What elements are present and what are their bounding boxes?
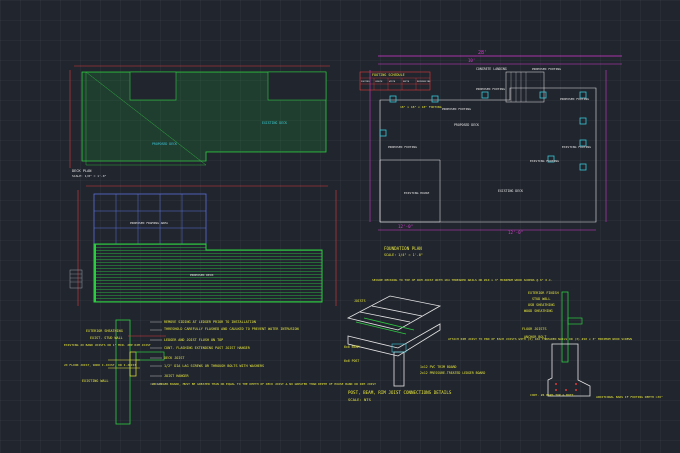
- stair: [69, 269, 83, 289]
- proposed-footing-1: PROPOSED FOOTING: [442, 107, 471, 111]
- ledger-note-4: DECK JOIST: [164, 356, 184, 360]
- deck-area-note: EXISTING DECK: [262, 121, 287, 125]
- foundation-plan-scale: SCALE: 1/4" = 1'-0": [384, 253, 423, 257]
- schedule-col-reinforcing: REINFORCING: [417, 81, 431, 83]
- post-beam-title: POST, BEAM, RIM JOIST CONNECTIONS DETAIL…: [348, 390, 452, 395]
- deck-hatch-note: PROPOSED DECK: [152, 142, 177, 146]
- concrete-landing-label: CONCRETE LANDING: [476, 67, 507, 71]
- framing-plan: PROPOSED FRAMING AREA PROPOSED DECK: [69, 185, 337, 306]
- post: [393, 351, 405, 387]
- pb-joists-label: JOISTS: [354, 299, 366, 303]
- deck-plan-scale: SCALE: 1/8" = 1'-0": [72, 174, 107, 178]
- joist-framing: [346, 295, 442, 357]
- ledger-note-5: 1/2" DIA LAG SCREWS OR THROUGH BOLTS WIT…: [164, 364, 264, 368]
- dim-mid: 10': [468, 58, 475, 63]
- post-beam-scale: SCALE: NTS: [348, 397, 372, 402]
- section-rebar-note: CONT. #4 BARS TOP & BOTT.: [530, 393, 575, 397]
- proposed-footing-2: PROPOSED FOOTING: [476, 87, 505, 91]
- dim-top: 28': [478, 50, 487, 56]
- ledger-note-7: 2X LEDGER BOARD, MUST BE GREATER THAN OR…: [152, 382, 376, 386]
- section-note-1: STUD WALL: [532, 297, 550, 301]
- schedule-col-footing: FOOTING: [361, 81, 370, 83]
- deck-plan-label: DECK PLAN: [72, 169, 91, 173]
- section-note-2: OSB SHEATHING: [528, 303, 555, 307]
- existing-house-label: EXISTING HOUSE: [404, 191, 429, 195]
- ledger-left-note-3: 2X FLOOR JOIST, WOOD I-JOIST, OR I-JOIST: [64, 363, 136, 367]
- ledger-note-3: CONT. FLASHING EXTENDING PAST JOIST HANG…: [164, 346, 251, 350]
- footing-schedule: [359, 71, 431, 91]
- schedule-col-length: LENGTH: [375, 81, 383, 83]
- schedule-grid: [360, 77, 430, 90]
- ledger-note-2: LEDGER AND JOIST FLUSH ON TOP: [164, 338, 223, 342]
- existing-footing-1: EXISTING FOOTING: [530, 159, 559, 163]
- foundation-wall: [547, 343, 591, 397]
- house-cutout: [267, 71, 327, 101]
- pb-note-right: ATTACH RIM JOIST TO END OF EACH JOISTS W…: [448, 337, 632, 341]
- rim-joists: [355, 317, 415, 335]
- existing-house: [379, 159, 441, 223]
- footing-section: EXTERIOR FINISH STUD WALL OSB SHEATHING …: [522, 291, 663, 399]
- pb-ledger-label: 2x12 PRESSURE-TREATED LEDGER BOARD: [420, 371, 485, 375]
- framing-grid-lines: [94, 194, 206, 244]
- stair-treads: [70, 273, 82, 283]
- floor-joist: [567, 317, 583, 325]
- existing-deck-label: EXISTING DECK: [498, 189, 523, 193]
- proposed-deck-label: PROPOSED DECK: [190, 273, 214, 277]
- landing-treads: [510, 72, 527, 102]
- section-note-3: WOOD SHEATHING: [524, 309, 553, 313]
- framing-grid: [93, 193, 207, 245]
- foundation-plan: 28' 10' CONCRETE LANDING FOOTING SCHEDUL…: [359, 50, 622, 257]
- deck-joist: [135, 351, 165, 361]
- footing-note: 18" x 18" x 18" FOOTING: [400, 105, 442, 109]
- dim-bottom-right: 12'-0": [508, 230, 523, 235]
- proposed-deck-label: PROPOSED DECK: [454, 123, 479, 127]
- framing-area-label: PROPOSED FRAMING AREA: [130, 221, 168, 225]
- ledger-note-0: REMOVE SIDING AT LEDGER PRIOR TO INSTALL…: [164, 320, 256, 324]
- ledger-left-note-4: EXISTING WALL: [82, 379, 109, 383]
- section-note-0: EXTERIOR FINISH: [528, 291, 559, 295]
- pb-note-top: SECURE DECKING TO TOP OF RIM JOIST WITH …: [372, 278, 553, 282]
- pb-trim-label: 1x12 PVC TRIM BOARD: [420, 365, 457, 369]
- schedule-title: FOOTING SCHEDULE: [372, 73, 405, 77]
- ledger-detail: REMOVE SIDING AT LEDGER PRIOR TO INSTALL…: [64, 319, 376, 425]
- outline: [85, 71, 207, 166]
- beam: [391, 343, 407, 353]
- foundation-plan-title: FOUNDATION PLAN: [384, 246, 422, 251]
- house-cutout: [129, 71, 177, 101]
- post-beam-detail: SECURE DECKING TO TOP OF RIM JOIST WITH …: [344, 278, 632, 402]
- proposed-footing-3: PROPOSED FOOTING: [532, 67, 561, 71]
- deck-plan: EXISTING DECK PROPOSED DECK DECK PLAN SC…: [69, 65, 330, 178]
- ledger-left-note-2: EXISTING 2X BAND JOISTS OR 1" MIN. 2HP R…: [64, 343, 151, 347]
- section-additional-note: ADDITIONAL BARS IF FOOTING DEPTH >36": [596, 395, 663, 399]
- pb-beam-label: 6x6 BEAM: [344, 345, 359, 349]
- stair-landing: [505, 71, 545, 103]
- leader-lines: [150, 321, 162, 385]
- proposed-footing-5: PROPOSED FOOTING: [388, 145, 417, 149]
- pb-post-label: 6x6 POST: [344, 359, 359, 363]
- schedule-col-width: WIDTH: [389, 81, 396, 83]
- section-note-5: ANCHOR BOLT: [524, 335, 546, 339]
- ledger-left-note-0: EXTERIOR SHEATHING: [86, 329, 123, 333]
- schedule-col-depth: DEPTH: [403, 81, 410, 83]
- existing-footing-2: EXISTING FOOTING: [562, 145, 591, 149]
- ledger-note-6: JOIST HANGER: [164, 374, 189, 378]
- rebar: [555, 383, 577, 391]
- ledger-note-1: THRESHOLD CAREFULLY FLASHED AND CAULKED …: [164, 327, 299, 331]
- proposed-footing-4: PROPOSED FOOTING: [560, 97, 589, 101]
- ledger-board: [129, 351, 137, 377]
- section-note-4: FLOOR JOISTS: [522, 327, 547, 331]
- ledger: [94, 244, 96, 302]
- stud-wall: [561, 291, 569, 363]
- footings: [379, 91, 587, 171]
- dim-bottom-left: 12'-0": [398, 224, 413, 229]
- ledger-left-note-1: EXIST. STUD WALL: [90, 336, 123, 340]
